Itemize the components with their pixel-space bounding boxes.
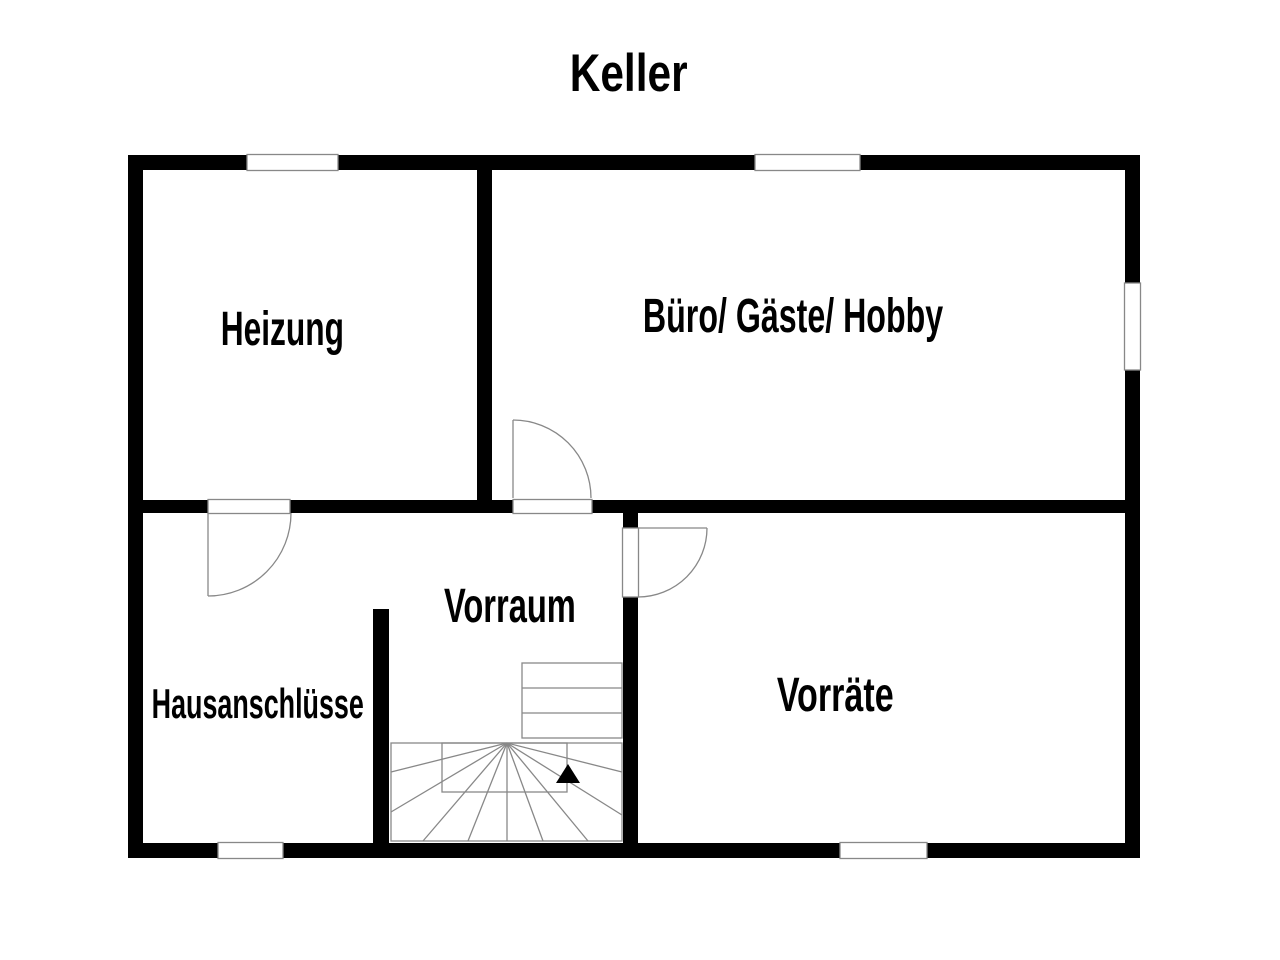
door-heizung-hausanschluesse: [207, 498, 292, 597]
doors: [207, 419, 708, 598]
winder-tread-line: [467, 742, 508, 842]
wall-left: [128, 155, 143, 858]
plan-title: Keller: [570, 44, 688, 103]
door-vorraum-vorraete: [621, 527, 708, 598]
wall-right: [1125, 155, 1140, 858]
winder-tread-line: [422, 742, 508, 842]
window-buero-top: [754, 153, 861, 172]
winder-tread-line: [506, 742, 544, 842]
winder-tread-line: [390, 742, 508, 813]
door-swing-arc: [512, 419, 592, 499]
window-buero-right: [1123, 282, 1142, 371]
door-opening: [621, 527, 640, 598]
flight-outline: [521, 662, 623, 739]
winder-tread-line: [390, 742, 508, 773]
interior-walls: [143, 170, 1125, 843]
stairs-straight-flight: [521, 662, 623, 739]
stair-direction-arrow-icon: [556, 764, 580, 783]
room-label-vorraete: Vorräte: [776, 669, 894, 722]
wall-hausanschluesse-vorraum: [373, 609, 389, 843]
wall-middle-horizontal: [143, 500, 1125, 513]
stairs-winder-section: [390, 742, 623, 842]
wall-top: [128, 155, 1140, 170]
door-swing-arc: [637, 527, 708, 598]
window-hausanschluesse-bottom: [217, 841, 284, 860]
window-heizung-top: [246, 153, 339, 172]
door-swing-arc: [207, 512, 292, 597]
window-vorraete-bottom: [839, 841, 928, 860]
door-vorraum-buero: [512, 419, 593, 515]
room-label-hausanschluesse: Hausanschlüsse: [151, 680, 365, 727]
room-label-buero-gaeste-hobby: Büro/ Gäste/ Hobby: [642, 290, 944, 343]
room-label-heizung: Heizung: [220, 303, 344, 356]
door-opening: [207, 498, 291, 515]
winder-tread-line: [506, 742, 623, 773]
wall-heizung-buero: [477, 170, 492, 500]
room-label-vorraum: Vorraum: [444, 580, 576, 633]
windows: [217, 153, 1142, 860]
staircase: [390, 662, 623, 842]
winder-tread-line: [506, 742, 589, 842]
door-opening: [512, 498, 593, 515]
